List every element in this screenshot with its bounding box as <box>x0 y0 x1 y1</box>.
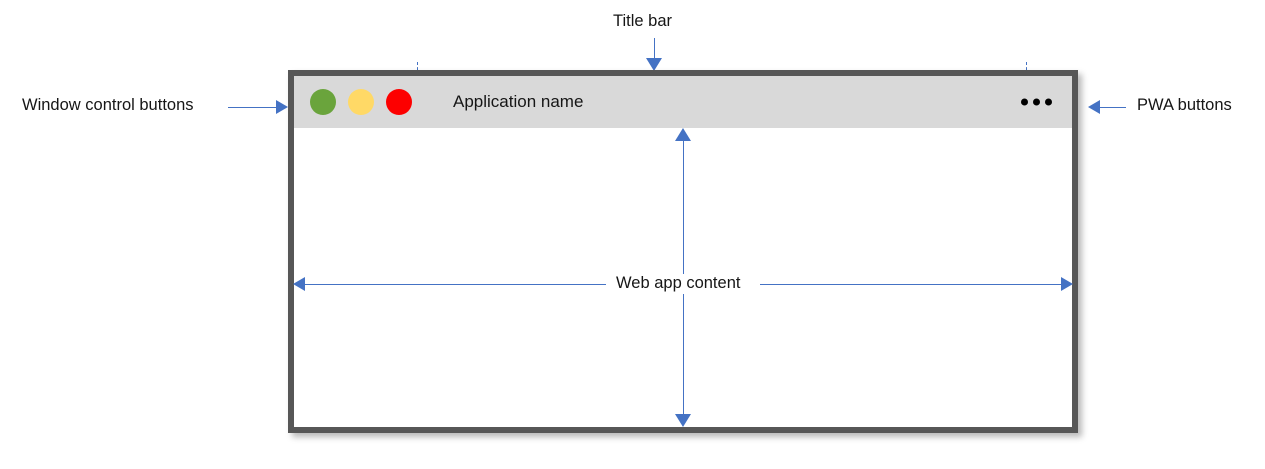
maximize-button-icon[interactable] <box>348 89 374 115</box>
arrow-left-icon-content <box>293 277 305 291</box>
annotation-window-controls-label: Window control buttons <box>22 96 194 114</box>
arrow-right-icon-content <box>1061 277 1073 291</box>
minimize-button-icon[interactable] <box>310 89 336 115</box>
annotation-web-app-content-label: Web app content <box>606 274 751 293</box>
ellipsis-dot-2-icon <box>1033 98 1040 106</box>
content-width-leader-right <box>760 284 1063 285</box>
content-height-leader-top <box>683 140 684 276</box>
arrow-up-icon <box>675 128 691 141</box>
content-width-leader-left <box>303 284 608 285</box>
arrow-right-icon <box>276 100 288 114</box>
ellipsis-dot-1-icon <box>1021 98 1028 106</box>
annotation-title-bar-leader <box>654 38 655 62</box>
annotation-pwa-buttons-leader <box>1098 107 1126 108</box>
close-button-icon[interactable] <box>386 89 412 115</box>
ellipsis-dot-3-icon <box>1045 98 1052 106</box>
arrow-down-icon <box>646 58 662 71</box>
title-bar[interactable]: Application name <box>294 76 1072 128</box>
pwa-menu-button[interactable] <box>1021 98 1052 106</box>
arrow-down-icon-content <box>675 414 691 427</box>
application-name: Application name <box>453 92 584 111</box>
annotation-window-controls-leader <box>228 107 280 108</box>
window-control-buttons <box>310 89 412 115</box>
content-height-leader-bottom <box>683 294 684 416</box>
arrow-left-icon <box>1088 100 1100 114</box>
annotation-pwa-buttons-label: PWA buttons <box>1137 96 1232 114</box>
annotation-title-bar-label: Title bar <box>613 12 672 30</box>
